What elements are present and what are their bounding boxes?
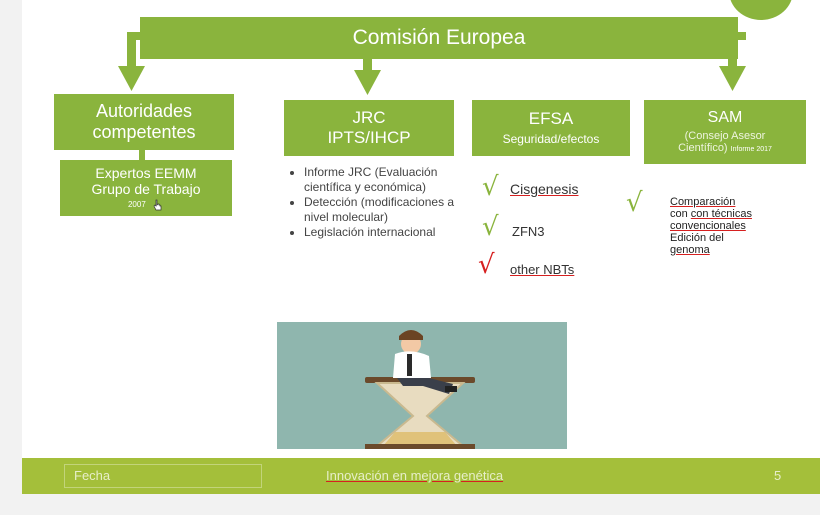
header-box: Comisión Europea (140, 17, 738, 59)
expertos-year: 2007 (127, 200, 146, 210)
expertos-line2: Grupo de Trabajo (91, 181, 201, 197)
expertos-line1: Expertos EEMM (95, 164, 197, 181)
footer-title: Innovación en mejora genética (326, 468, 504, 483)
expertos-year-row: 2007 (128, 199, 164, 211)
efsa-item: Cisgenesis (510, 181, 579, 197)
sam-subtitle1: (Consejo Asesor (684, 129, 766, 142)
efsa-subtitle: Seguridad/efectos (502, 131, 600, 146)
expertos-box: Expertos EEMM Grupo de Trabajo 2007 (60, 160, 232, 216)
sam-box: SAM (Consejo Asesor Científico) Informe … (644, 100, 806, 164)
sam-text-line: genoma (670, 244, 710, 256)
decorative-circle (729, 0, 793, 20)
jrc-line2: IPTS/IHCP (327, 128, 411, 147)
jrc-list-item: Detección (modificaciones a nivel molecu… (304, 195, 472, 225)
efsa-title: EFSA (528, 109, 574, 129)
autoridades-connector (139, 150, 145, 162)
footer-date-box (64, 464, 262, 488)
slide: Comisión Europea Autoridades competentes… (22, 0, 820, 494)
footer-page-number: 5 (774, 468, 782, 483)
sam-text: Comparación con con técnicas convenciona… (670, 196, 752, 256)
efsa-box: EFSA Seguridad/efectos (472, 100, 630, 156)
sam-subtitle-row: Científico) Informe 2017 (678, 142, 772, 155)
jrc-list-item: Informe JRC (Evaluación científica y eco… (304, 165, 472, 195)
sam-subtitle2: Científico) (678, 142, 728, 155)
footer: Fecha Innovación en mejora genética 5 (22, 458, 820, 494)
arrows (118, 32, 746, 95)
checkmark-icon: √ (626, 188, 643, 218)
hand-cursor-icon (153, 199, 162, 211)
hourglass-image (277, 322, 567, 449)
footer-date: Fecha (74, 468, 111, 483)
jrc-list: Informe JRC (Evaluación científica y eco… (284, 165, 472, 240)
sam-note: Informe 2017 (730, 146, 772, 154)
checkmark-icon: √ (482, 212, 499, 242)
jrc-box: JRC IPTS/IHCP (284, 100, 454, 156)
red-checkmark-icon: √ (478, 250, 495, 280)
connector-left (130, 32, 148, 40)
sam-text-line: Edición del (670, 232, 724, 244)
jrc-line1: JRC (352, 108, 386, 128)
sam-text-line: con con técnicas (670, 208, 752, 220)
connector-right (734, 32, 746, 40)
checkmark-icon: √ (482, 172, 499, 202)
sam-text-line: convencionales (670, 220, 746, 232)
efsa-item: other NBTs (510, 262, 575, 277)
hourglass-man-icon (277, 322, 567, 449)
efsa-item: ZFN3 (512, 224, 545, 239)
sam-title: SAM (707, 109, 743, 127)
sam-text-line: Comparación (670, 196, 736, 208)
jrc-list-item: Legislación internacional (304, 225, 472, 240)
autoridades-box: Autoridades competentes (54, 94, 234, 150)
autoridades-label: Autoridades competentes (92, 101, 196, 142)
header-title: Comisión Europea (352, 25, 526, 49)
